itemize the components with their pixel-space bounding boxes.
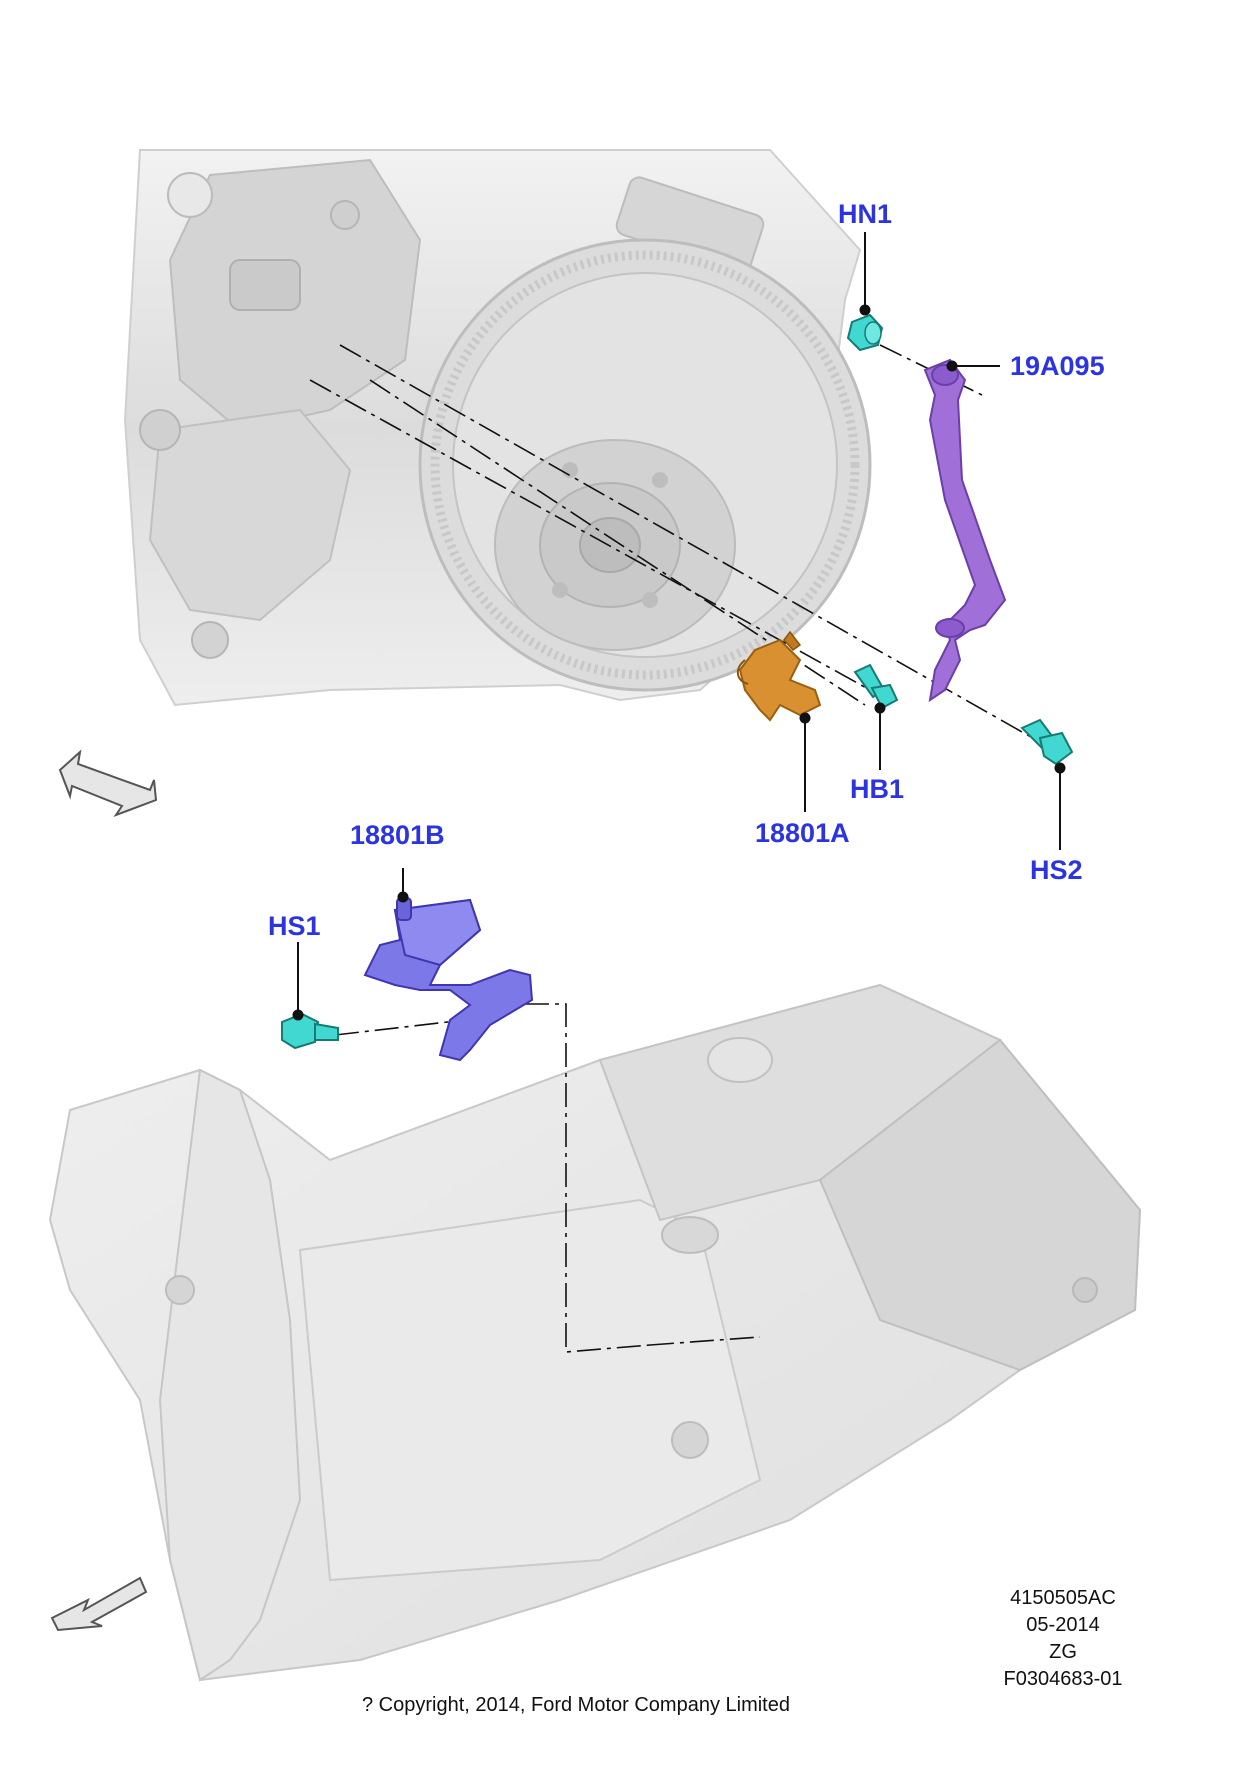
- figure-id: F0304683-01: [1003, 1668, 1123, 1690]
- callout-hs2: HS2: [1030, 855, 1083, 885]
- drawing-code: ZG: [1049, 1641, 1077, 1663]
- callout-19a095: 19A095: [1010, 351, 1105, 381]
- bolt-hs2-icon: [1020, 718, 1074, 766]
- callout-hn1: HN1: [838, 199, 893, 229]
- bolt-hb1-icon: [853, 663, 899, 710]
- drawing-info-block: 4150505AC 05-2014 ZG F0304683-01: [968, 1588, 1158, 1696]
- callout-hs1: HS1: [268, 911, 321, 941]
- ground-strap-19a095: [923, 358, 1007, 703]
- direction-arrow-upper-icon: [58, 749, 158, 818]
- bracket-18801b: [363, 897, 534, 1062]
- copyright-notice: ? Copyright, 2014, Ford Motor Company Li…: [362, 1694, 790, 1716]
- callout-hb1: HB1: [850, 774, 905, 804]
- nut-hn1-icon: [846, 313, 884, 352]
- illustration-number: 4150505AC: [1010, 1587, 1116, 1609]
- body-panel-background: [48, 983, 1142, 1682]
- bracket-18801a: [736, 630, 822, 722]
- bolt-hs1-icon: [281, 1012, 339, 1050]
- flywheel: [418, 238, 872, 692]
- callout-18801a: 18801A: [755, 818, 850, 848]
- callout-18801b: 18801B: [350, 820, 445, 850]
- direction-arrow-lower-icon: [50, 1576, 148, 1632]
- leader-lines: [292, 232, 1066, 1021]
- drawing-date: 05-2014: [1026, 1614, 1100, 1636]
